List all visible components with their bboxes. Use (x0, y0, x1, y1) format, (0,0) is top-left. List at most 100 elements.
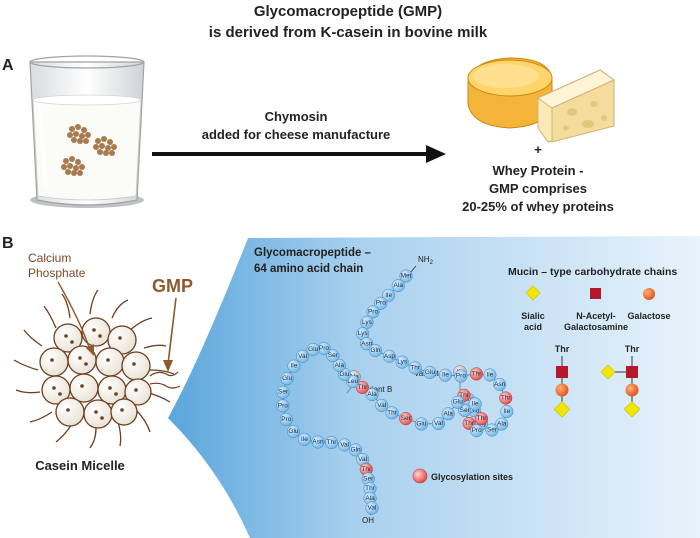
amino-acid-residue: Ala (365, 387, 379, 402)
amino-acid-residue: Glu (423, 365, 437, 380)
gmp-pointer (167, 297, 177, 365)
glycosylated-residue: Thr (355, 380, 369, 394)
milk-glass-icon (29, 55, 145, 208)
residue-label: Glu (282, 375, 293, 382)
amino-acid-residue: Glu (286, 424, 301, 439)
residue-label: Ala (394, 282, 404, 289)
sialic-acid-icon (525, 285, 541, 301)
sialic-label-1: Sialic (521, 311, 545, 321)
residue-label: Val (377, 402, 386, 409)
residue-label: Ala (367, 391, 377, 398)
residue-label: Thr (365, 485, 376, 492)
whey-line-3: 20-25% of whey proteins (462, 199, 614, 214)
chymosin-arrow (152, 145, 446, 163)
cheese-icon (467, 57, 615, 143)
residue-label: Ser (460, 407, 471, 414)
svg-text:Thr: Thr (625, 344, 640, 354)
amino-acid-residue: Val (338, 438, 352, 452)
amino-acid-residue: Met (399, 269, 413, 283)
amino-acid-residue: Val (365, 501, 379, 515)
amino-acid-residue: Thr (363, 482, 377, 496)
amino-acid-residue: Thr (325, 435, 339, 450)
residue-label: Pro (368, 308, 379, 315)
gmp-zoom-background (168, 236, 700, 538)
plus-sign: + (534, 142, 542, 157)
amino-acid-residue: Pro (454, 369, 468, 383)
residue-label: Ile (385, 292, 392, 299)
carb-chain-left: Thr (553, 344, 571, 418)
residue-label: Ser (401, 415, 412, 422)
svg-text:Glycosylation sites: Glycosylation sites (431, 472, 513, 482)
residue-label: Ala (365, 495, 375, 502)
calcium-label-line-2: Phosphate (28, 266, 86, 280)
amino-acid-residue: Thr (408, 361, 422, 375)
residue-label: Val (434, 420, 443, 427)
residue-label: Glu (308, 346, 319, 353)
residue-label: Thr (361, 466, 372, 473)
residue-label: Lys (397, 359, 408, 366)
amino-acid-residue: Ala (391, 279, 405, 293)
whey-line-2: GMP comprises (489, 181, 587, 196)
amino-acid-residue: Ile (438, 368, 452, 382)
calcium-label-line-1: Calcium (28, 251, 71, 265)
galnac-label-1: N-Acetyl- (576, 311, 616, 321)
amino-acid-residue: Pro (276, 399, 290, 413)
amino-acid-residue: Gln (348, 443, 363, 457)
residue-label: Glu (416, 421, 427, 428)
amino-acid-residue: Glu (306, 342, 320, 356)
amino-acid-residue: Lys (395, 355, 409, 369)
residue-label: Pro (456, 373, 467, 380)
amino-acid-residue: Ile (287, 359, 301, 373)
amino-acid-residue: Ile (500, 405, 514, 419)
casein-cluster-icons (61, 124, 117, 176)
amino-acid-residue: Ile (483, 368, 497, 382)
residue-label: Pro (376, 300, 387, 307)
residue-label: Lys (362, 319, 373, 326)
n-terminus-label: NH2 (418, 255, 434, 266)
glycosylated-residue: Ser (399, 412, 413, 426)
amino-acid-residue: Thr (385, 406, 399, 420)
amino-acid-residue: Pro (374, 296, 388, 310)
sialic-label-2: acid (524, 322, 542, 332)
glycosylated-residue: Thr (469, 367, 483, 381)
amino-acid-residue: Asn (493, 377, 507, 391)
residue-label: Ser (363, 475, 374, 482)
micelle-spheres (39, 317, 152, 429)
glycosylated-residue: Thr (474, 412, 489, 426)
residue-label: Gln (350, 446, 361, 453)
residue-label: Thr (358, 384, 369, 391)
whey-line-1: Whey Protein - (492, 163, 583, 178)
amino-acid-residue: Ser (276, 385, 290, 399)
residue-label: Leu (347, 378, 358, 385)
casein-micelle-icon (13, 289, 175, 449)
amino-acid-residue: Ile (297, 432, 311, 446)
residue-label: Ala (497, 421, 507, 428)
amino-acid-residue: Ser (485, 423, 499, 437)
amino-acid-residue: Val (296, 349, 310, 363)
residue-label: Thr (472, 370, 483, 377)
title-line-1: Glycomacropeptide (GMP) (254, 3, 442, 20)
residue-label: Val (298, 353, 307, 360)
residue-label: Glu (339, 371, 350, 378)
residue-label: Pro (472, 427, 483, 434)
arrow-text-line-1: Chymosin (265, 109, 328, 124)
amino-acid-residue: Gln (368, 343, 383, 358)
glycosylated-residue: Thr (499, 391, 513, 405)
residue-label: Pro (319, 345, 330, 352)
residue-label: Ser (278, 389, 289, 396)
residue-label: Ile (503, 408, 510, 415)
amino-acid-residue: Glu (451, 395, 465, 409)
residue-label: Thr (327, 439, 338, 446)
residue-label: Ile (301, 436, 308, 443)
residue-label: Glu (469, 407, 480, 414)
residue-label: Ile (486, 371, 493, 378)
residue-label: Ala (443, 410, 453, 417)
mucin-title: Mucin – type carbohydrate chains (508, 266, 677, 278)
chain-title-line-1: Glycomacropeptide – (254, 247, 372, 259)
residue-label: Val (358, 456, 367, 463)
amino-acid-residue: Ile (382, 288, 396, 302)
carb-chain-right: Thr (600, 344, 641, 418)
gmp-pointer-head (163, 360, 173, 372)
